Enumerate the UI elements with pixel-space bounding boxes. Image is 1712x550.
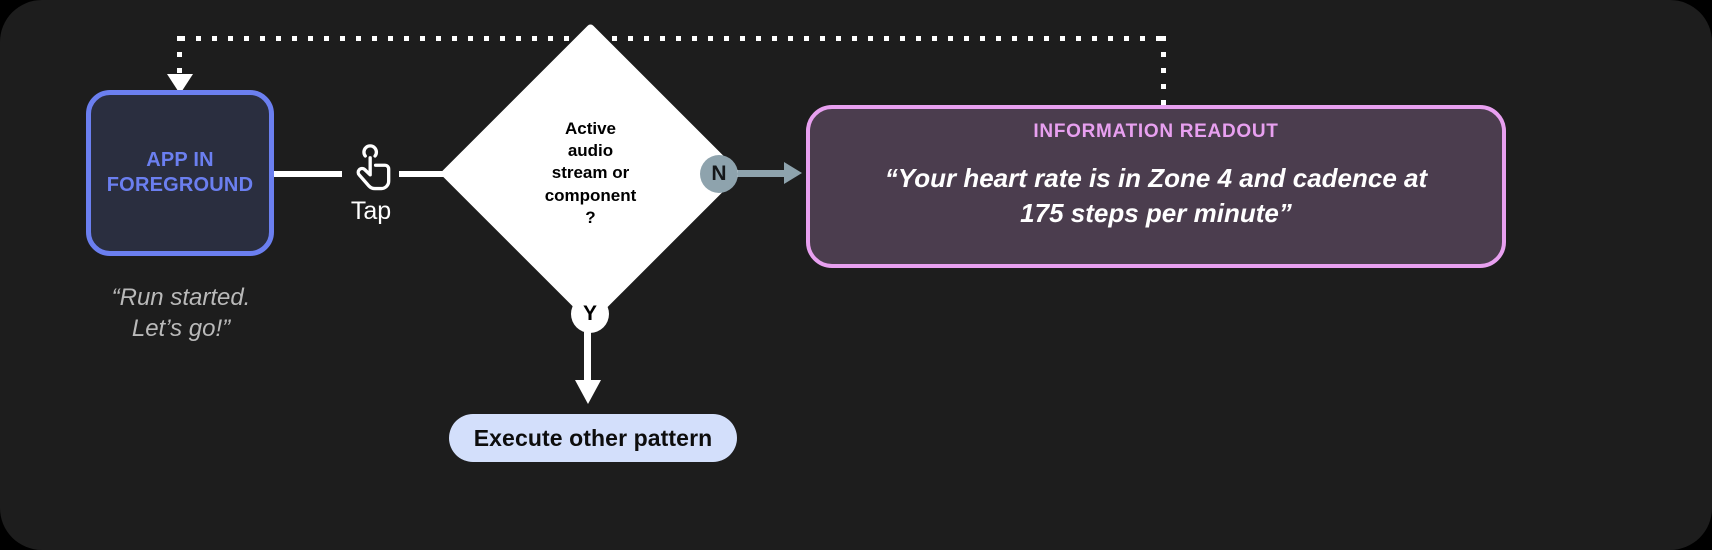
- node-information-readout[interactable]: INFORMATION READOUT “Your heart rate is …: [806, 105, 1506, 268]
- app-in-foreground-caption: “Run started. Let’s go!”: [111, 284, 251, 342]
- connector-tap-to-decision: [399, 171, 471, 177]
- tap-interaction-group: Tap: [342, 143, 400, 224]
- branch-badge-no: N: [700, 155, 738, 193]
- tap-label: Tap: [350, 197, 392, 225]
- connector-app-to-tap: [274, 171, 342, 177]
- feedback-dotted-vertical-left: [177, 36, 182, 78]
- connector-decision-to-yes: [587, 276, 592, 298]
- node-execute-other-pattern[interactable]: Execute other pattern: [449, 414, 737, 462]
- tap-hand-icon: [356, 144, 391, 191]
- feedback-dotted-horizontal: [180, 36, 1166, 41]
- feedback-dotted-vertical-right: [1161, 36, 1166, 108]
- connector-yes-to-execute: [584, 332, 591, 384]
- execute-other-pattern-label: Execute other pattern: [473, 424, 713, 451]
- feedback-arrowhead-icon: [167, 74, 193, 94]
- node-decision-active-audio[interactable]: Active audio stream or component ?: [439, 22, 742, 325]
- information-readout-title: INFORMATION READOUT: [1033, 121, 1279, 142]
- node-app-in-foreground[interactable]: APP IN FOREGROUND: [86, 90, 274, 256]
- execute-arrowhead-icon: [575, 380, 601, 404]
- app-in-foreground-label: APP IN FOREGROUND: [106, 149, 254, 196]
- decision-label: Active audio stream or component ?: [544, 119, 637, 227]
- connector-decision-to-readout: [738, 170, 788, 177]
- branch-badge-yes: Y: [571, 295, 609, 333]
- readout-arrowhead-icon: [784, 162, 802, 184]
- information-readout-body: “Your heart rate is in Zone 4 and cadenc…: [884, 163, 1428, 229]
